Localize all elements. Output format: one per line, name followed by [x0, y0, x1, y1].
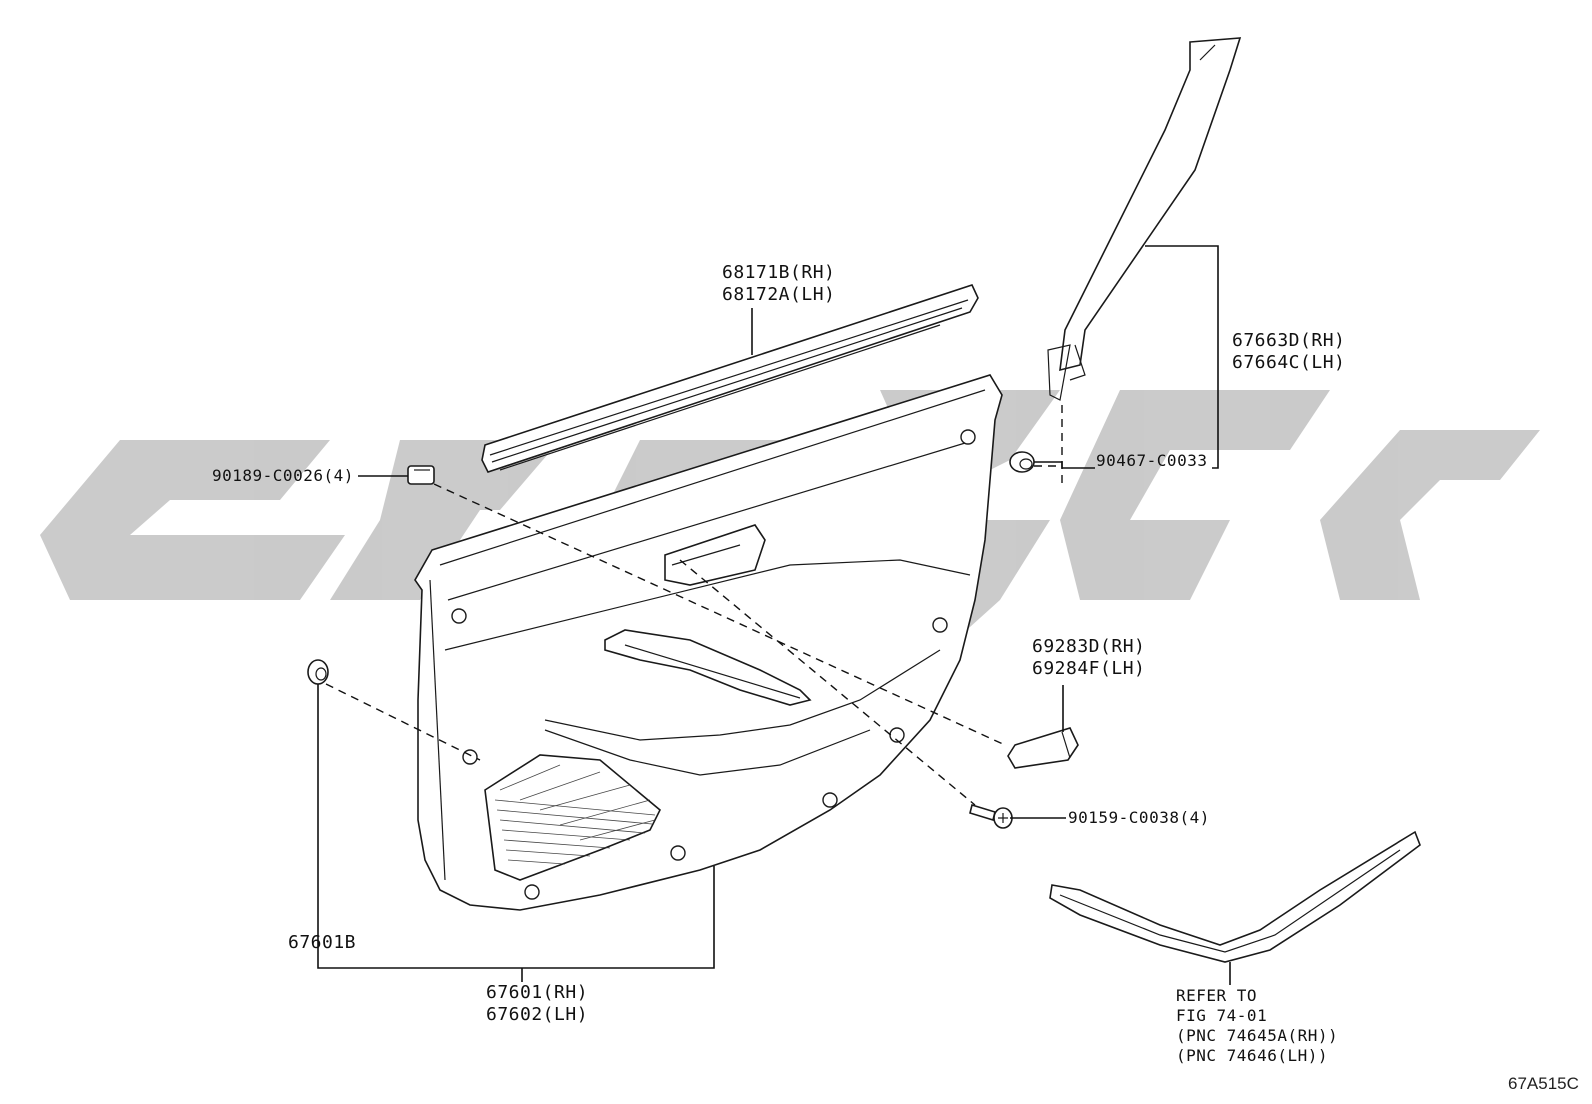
- callout-pillar-clip: 90467-C0033: [1096, 451, 1208, 470]
- dashed-guides: [325, 465, 1062, 806]
- callout-pillar-garnish-rh: 67663D(RH): [1232, 330, 1346, 351]
- callout-pull-handle: 69283D(RH) 69284F(LH): [1032, 636, 1145, 680]
- door-weatherstrip: [481, 284, 979, 473]
- callout-pull-handle-lh: 69284F(LH): [1032, 658, 1146, 679]
- callout-weatherstrip-rh: 68171B(RH): [722, 262, 836, 283]
- reference-line-4: (PNC 74646(LH)): [1176, 1046, 1328, 1065]
- pull-handle: [1007, 727, 1079, 769]
- screw: [969, 803, 1013, 829]
- pillar-garnish: [1047, 37, 1242, 401]
- callout-screw: 90159-C0038(4): [1068, 808, 1210, 827]
- callout-pull-handle-rh: 69283D(RH): [1032, 636, 1146, 657]
- callout-weatherstrip-lh: 68172A(LH): [722, 284, 836, 305]
- leader-lines: [317, 245, 1231, 985]
- panel-clip: [307, 659, 329, 685]
- figure-code: 67A515C: [1508, 1074, 1579, 1093]
- callout-door-panel-lh: 67602(LH): [486, 1004, 589, 1025]
- door-trim-panel: [414, 374, 1003, 911]
- callout-pillar-garnish: 67663D(RH) 67664C(LH): [1232, 330, 1345, 374]
- door-clip: [407, 465, 435, 485]
- callout-door-panel: 67601(RH) 67602(LH): [486, 982, 588, 1026]
- callout-door-panel-rh: 67601(RH): [486, 982, 589, 1003]
- callout-panel-clip: 67601B: [288, 932, 357, 953]
- ornament-strip: [1049, 830, 1421, 963]
- reference-line-2: FIG 74-01: [1176, 1006, 1268, 1025]
- callout-weatherstrip: 68171B(RH) 68172A(LH): [722, 262, 835, 306]
- reference-line-3: (PNC 74645A(RH)): [1176, 1026, 1339, 1045]
- callout-pillar-garnish-lh: 67664C(LH): [1232, 352, 1346, 373]
- callout-ornament-reference: REFER TO FIG 74-01 (PNC 74645A(RH)) (PNC…: [1176, 986, 1338, 1066]
- callout-door-clip: 90189-C0026(4): [212, 466, 354, 485]
- reference-line-1: REFER TO: [1176, 986, 1258, 1005]
